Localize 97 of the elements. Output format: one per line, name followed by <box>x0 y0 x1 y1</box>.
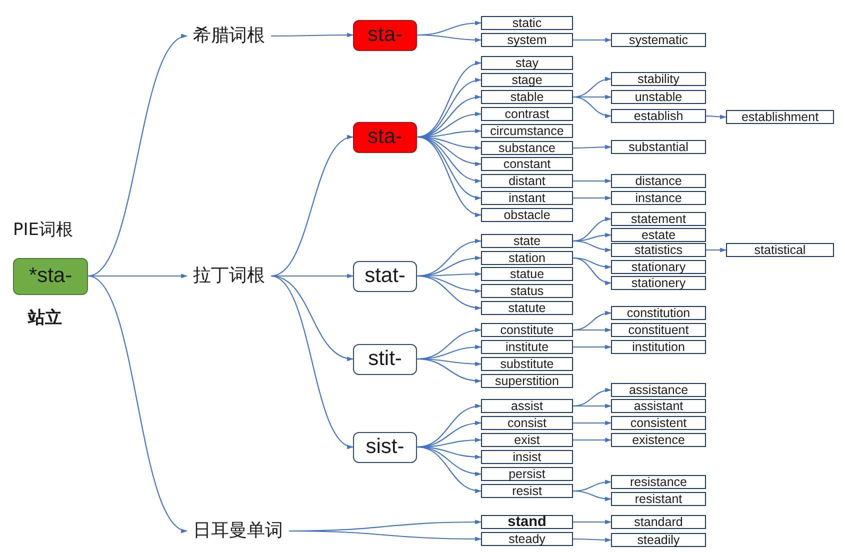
word-box: statement <box>611 212 706 226</box>
arrow <box>270 136 354 277</box>
word-box: institution <box>611 340 706 354</box>
word-box: distant <box>481 174 573 188</box>
arrow <box>416 404 482 448</box>
word-box: instant <box>481 191 573 205</box>
word-box: obstacle <box>481 208 573 222</box>
root-box: *sta- <box>13 258 88 294</box>
meaning-label: 站立 <box>28 307 62 329</box>
word-box: stand <box>481 515 573 529</box>
arrow <box>416 95 482 138</box>
arrow <box>88 274 188 278</box>
arrow <box>270 275 354 360</box>
word-box: assist <box>481 399 573 413</box>
arrow <box>88 276 188 532</box>
word-box: state <box>481 234 573 248</box>
arrow <box>417 34 482 42</box>
word-box: assistant <box>611 399 706 413</box>
arrow <box>573 178 612 184</box>
word-box: constitute <box>481 323 573 337</box>
arrow <box>289 530 482 542</box>
word-box: resist <box>481 484 573 498</box>
word-box: consistent <box>611 416 706 430</box>
arrow <box>271 32 354 38</box>
word-box: estate <box>611 228 706 242</box>
word-box: establishment <box>726 110 834 124</box>
word-box: constituent <box>611 323 706 337</box>
word-box: resistant <box>611 492 706 506</box>
root-box: sta- <box>353 122 417 152</box>
arrow <box>573 144 612 150</box>
arrow <box>573 38 612 42</box>
word-box: instance <box>611 191 706 205</box>
root-box: sist- <box>353 432 417 462</box>
arrow <box>573 344 612 350</box>
arrow <box>573 328 612 332</box>
word-box: stable <box>481 90 573 104</box>
arrow <box>572 240 612 252</box>
category-label: 拉丁词根 <box>193 264 265 288</box>
arrow <box>572 490 612 502</box>
category-label: 日耳曼单词 <box>193 519 283 543</box>
word-box: statistical <box>726 243 834 257</box>
arrow <box>572 257 612 285</box>
word-box: station <box>481 251 573 265</box>
word-box: systematic <box>611 33 706 47</box>
word-box: distance <box>611 174 706 188</box>
arrow <box>573 520 612 524</box>
category-label: 希腊词根 <box>193 24 265 48</box>
word-box: stationery <box>611 276 706 290</box>
arrow <box>573 196 612 200</box>
word-box: status <box>481 284 573 298</box>
word-box: contrast <box>481 107 573 121</box>
arrow <box>573 438 612 442</box>
word-box: statue <box>481 267 573 281</box>
word-box: resistance <box>611 475 706 489</box>
word-box: stay <box>481 56 573 70</box>
word-box: substitute <box>481 357 573 371</box>
root-box: stit- <box>353 344 417 374</box>
arrow <box>573 404 612 408</box>
arrow <box>88 36 188 276</box>
word-box: unstable <box>611 90 706 104</box>
word-box: system <box>481 33 573 47</box>
word-box: statute <box>481 301 573 315</box>
word-box: steadily <box>611 533 706 547</box>
word-box: establish <box>611 109 706 123</box>
word-box: insist <box>481 450 573 464</box>
word-box: static <box>481 16 573 30</box>
word-box: substance <box>481 141 573 155</box>
arrow <box>572 96 612 118</box>
word-box: standard <box>611 515 706 529</box>
word-box: substantial <box>611 140 706 154</box>
word-box: existence <box>611 433 706 447</box>
word-box: persist <box>481 467 573 481</box>
word-box: constant <box>481 157 573 171</box>
word-box: statistics <box>611 243 706 257</box>
word-box: steady <box>481 532 573 546</box>
word-box: circumstance <box>481 124 573 138</box>
word-box: superstition <box>481 374 573 388</box>
node-heading: PIE词根 <box>13 219 74 241</box>
root-box: sta- <box>353 20 417 50</box>
arrow <box>416 358 482 383</box>
arrow <box>706 114 727 120</box>
arrow <box>270 275 354 448</box>
word-box: stability <box>611 72 706 86</box>
word-box: stationary <box>611 260 706 274</box>
arrow <box>416 446 482 493</box>
word-box: consist <box>481 416 573 430</box>
word-box: stage <box>481 73 573 87</box>
word-box: institute <box>481 340 573 354</box>
root-box: stat- <box>353 260 417 292</box>
arrow <box>573 538 612 542</box>
word-box: assistance <box>611 383 706 397</box>
arrow <box>573 420 612 426</box>
word-box: constitution <box>611 306 706 320</box>
arrow <box>416 275 482 310</box>
word-box: exist <box>481 433 573 447</box>
arrow <box>706 248 727 252</box>
arrow <box>416 136 482 216</box>
